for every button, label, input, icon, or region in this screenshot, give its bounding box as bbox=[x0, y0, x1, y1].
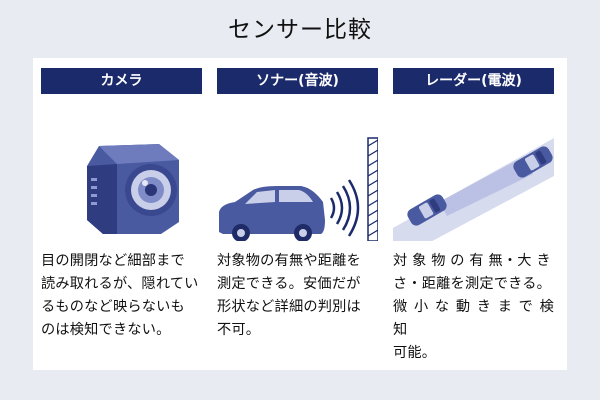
sonar-car-icon bbox=[219, 137, 378, 241]
column-header-sonar: ソナー(音波) bbox=[217, 68, 378, 94]
column-header-camera: カメラ bbox=[41, 68, 202, 94]
description-camera: 目の開閉など細部まで 読み取れるが、隠れてい るものなど映らないも のは検知でき… bbox=[41, 253, 199, 338]
radar-cars-icon bbox=[393, 138, 554, 241]
comparison-card: カメラ bbox=[33, 58, 567, 370]
column-radar: レーダー(電波) bbox=[393, 68, 554, 365]
illustration-camera bbox=[41, 94, 202, 241]
illustration-sonar bbox=[217, 94, 378, 241]
column-sonar: ソナー(音波) bbox=[217, 68, 378, 342]
description-radar: 対 象 物 の 有 無・大 き さ・距離を測定できる。 微 小 な 動 き ま … bbox=[393, 253, 554, 361]
camera-icon bbox=[87, 144, 179, 234]
column-header-radar: レーダー(電波) bbox=[393, 68, 554, 94]
illustration-radar bbox=[393, 94, 554, 241]
page-title: センサー比較 bbox=[228, 17, 372, 43]
description-sonar: 対象物の有無や距離を 測定できる。安価だが 形状など詳細の判別は 不可。 bbox=[217, 253, 361, 338]
column-camera: カメラ bbox=[41, 68, 202, 342]
